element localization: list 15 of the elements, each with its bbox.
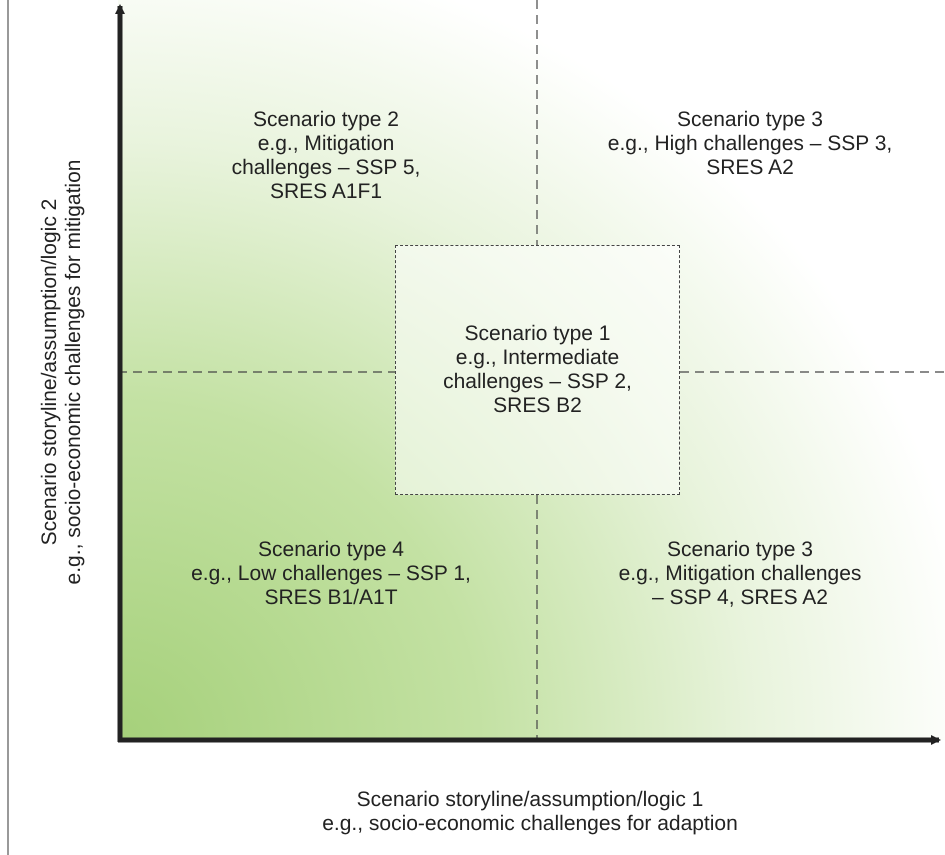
scenario-example-text: e.g., Low challenges – SSP 1, SRES B1/A1T: [190, 562, 472, 610]
scenario-heading: Scenario type 1: [464, 322, 610, 346]
x-axis-title: Scenario storyline/assumption/logic 1: [356, 788, 704, 812]
scenario-box: [395, 245, 680, 495]
scenario-example-text: e.g., Intermediate challenges – SSP 2, SRES B2: [442, 346, 633, 418]
scenario-heading: Scenario type 3: [667, 538, 813, 562]
y-axis-title: Scenario storyline/assumption/logic 2: [38, 198, 62, 546]
scenario-example-text: e.g., Mitigation challenges – SSP 5, SRES A1F1: [230, 132, 422, 204]
scenario-heading: Scenario type 4: [258, 538, 404, 562]
x-axis-subtitle: e.g., socio-economic challenges for adaption: [322, 812, 738, 836]
scenario-heading: Scenario type 2: [253, 108, 399, 132]
scenario-example-text: e.g., High challenges – SSP 3, SRES A2: [606, 132, 894, 180]
scenario-example-text: e.g., Mitigation challenges – SSP 4, SRES A2: [618, 562, 862, 610]
scenario-heading: Scenario type 3: [677, 108, 823, 132]
y-axis-subtitle: e.g., socio-economic challenges for mitigation: [62, 160, 86, 584]
